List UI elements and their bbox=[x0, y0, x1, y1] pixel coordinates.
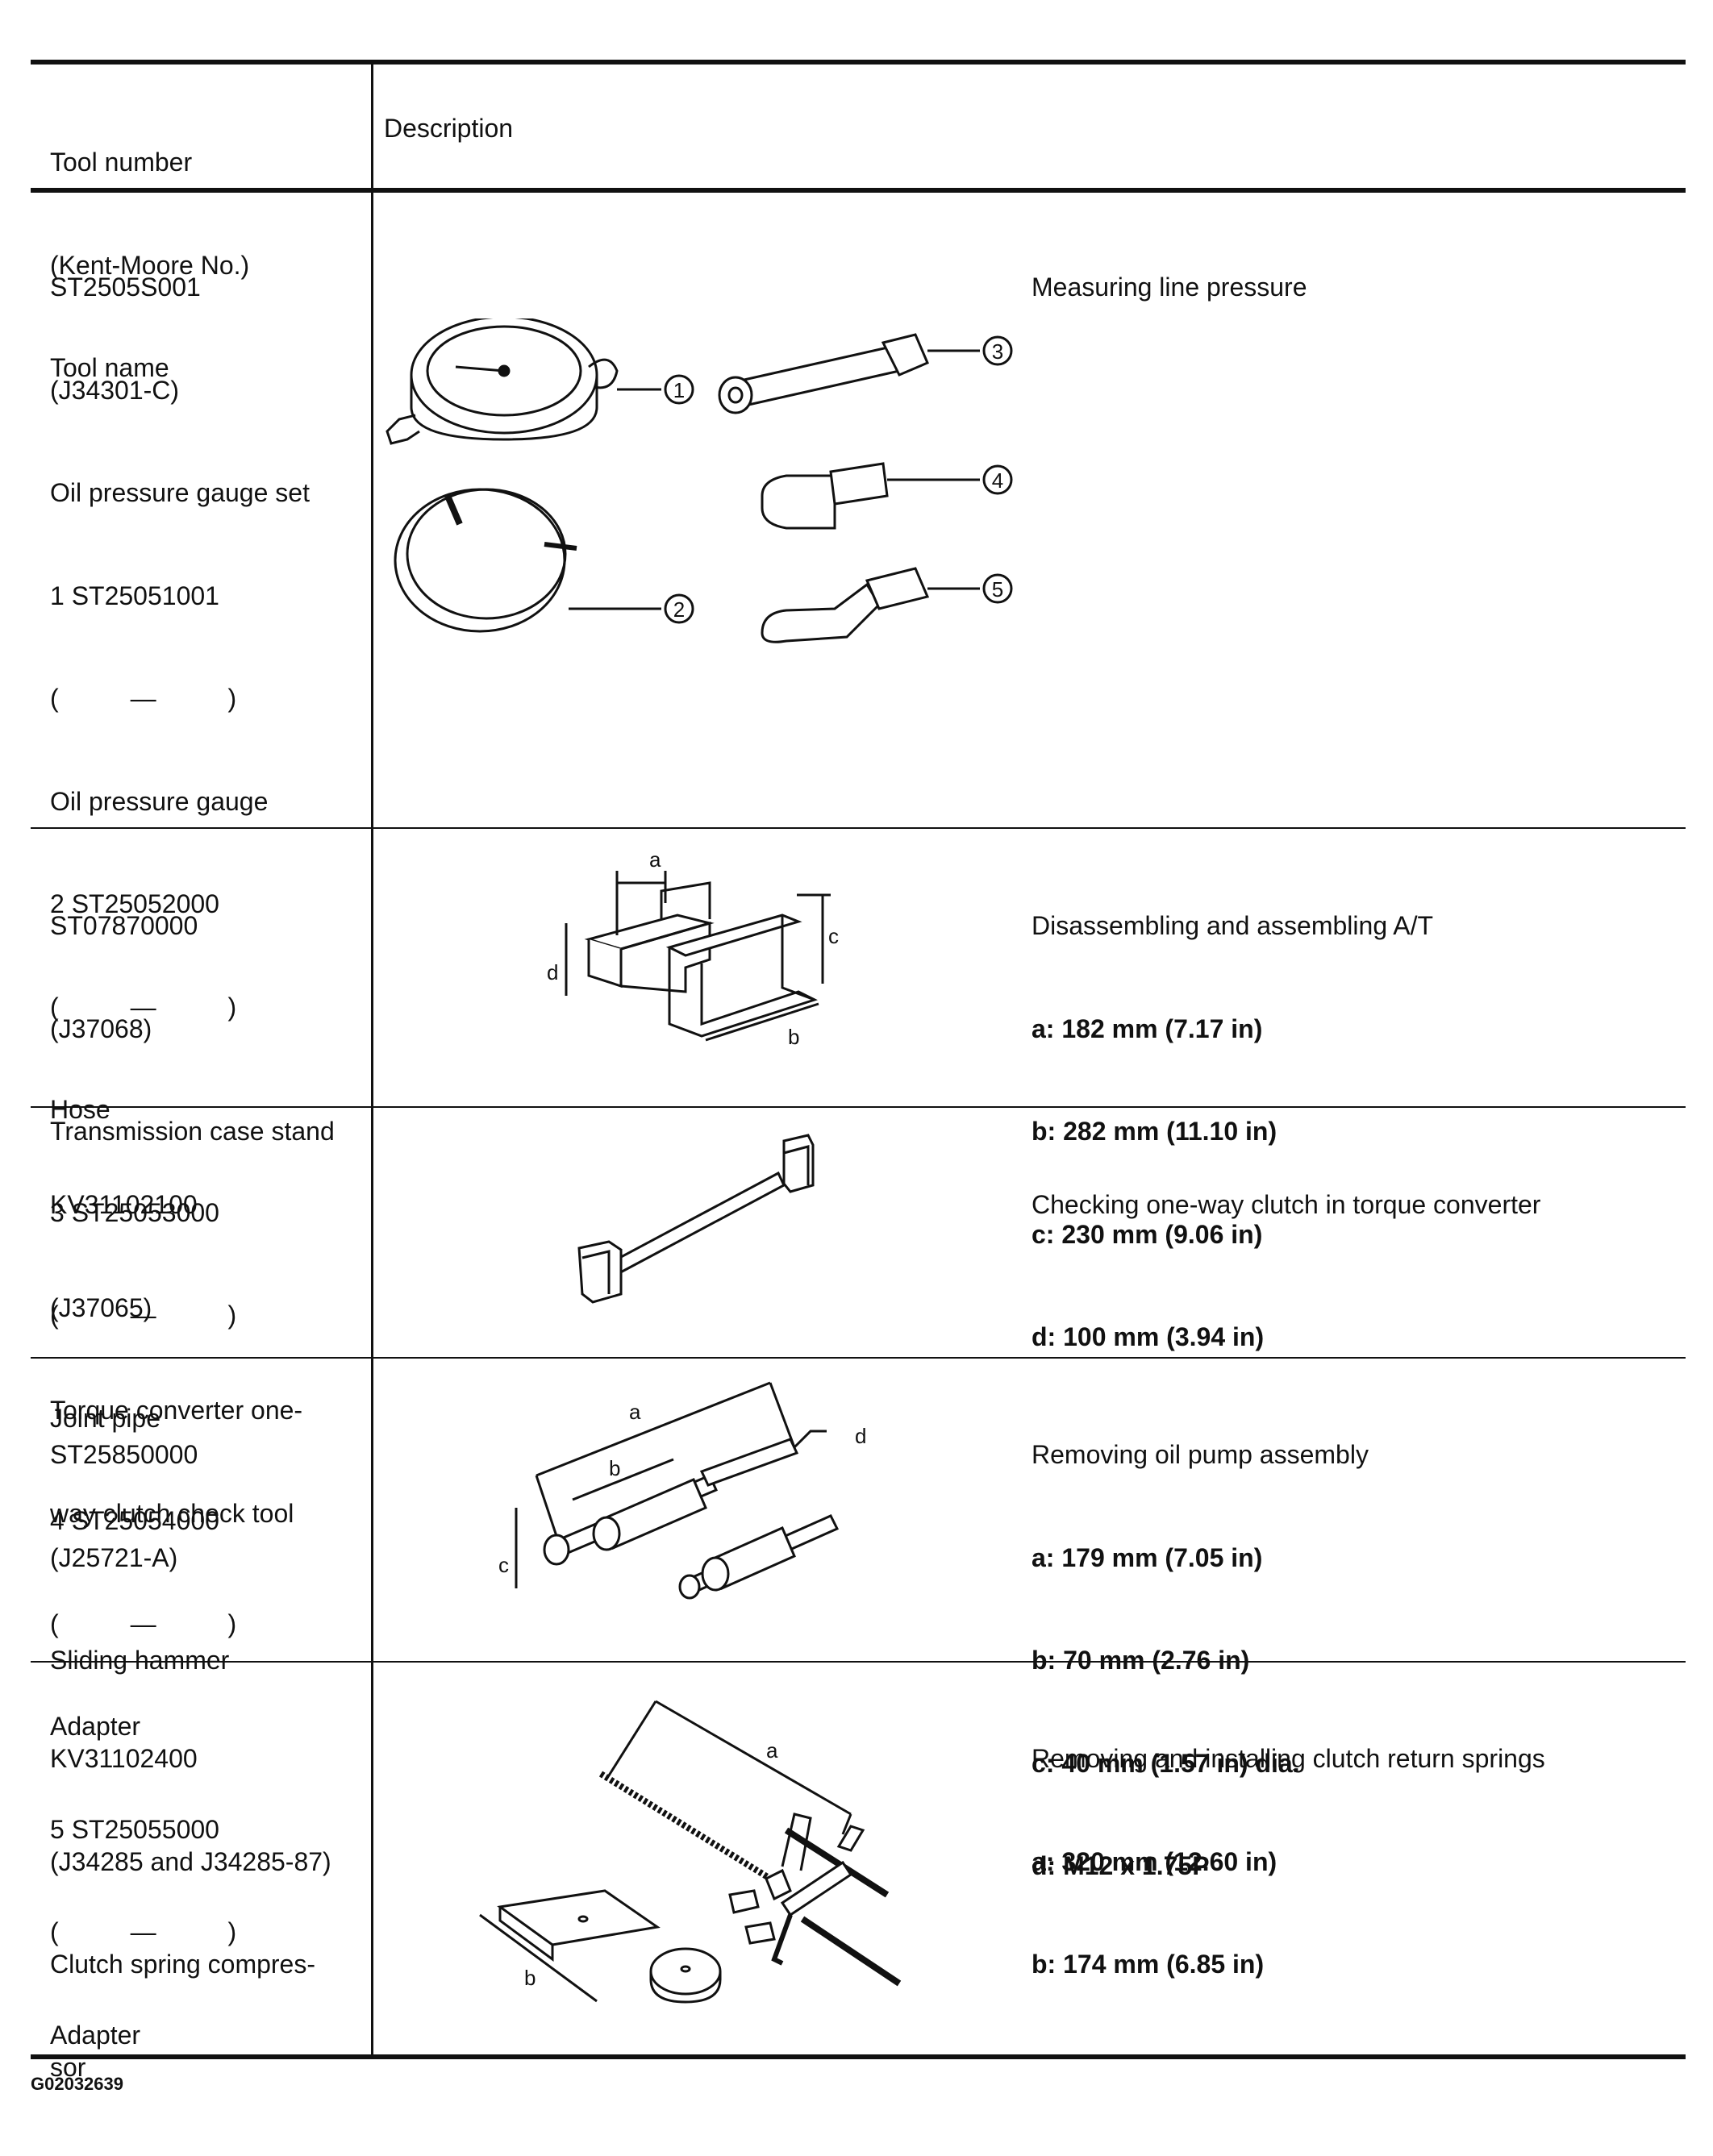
component-line: Hose bbox=[50, 1095, 110, 1124]
spec-b: b: 70 mm (2.76 in) bbox=[1032, 1646, 1250, 1675]
tool-number: ST2505S001 bbox=[50, 273, 201, 302]
component-line: 4 ST25054000 bbox=[50, 1506, 219, 1535]
column-divider bbox=[371, 61, 373, 2056]
row-divider bbox=[31, 1357, 1686, 1359]
dim-label-a: a bbox=[766, 1738, 778, 1763]
row-5-description: Removing and installing clutch return sp… bbox=[1032, 1673, 1677, 2050]
spec-c: c: 230 mm (9.06 in) bbox=[1032, 1219, 1263, 1249]
component-line: ( — ) bbox=[50, 684, 237, 713]
kent-moore-number: (J25721-A) bbox=[50, 1542, 178, 1572]
row-divider bbox=[31, 1106, 1686, 1108]
oil-pressure-gauge-set-illustration: 1 2 3 4 bbox=[383, 318, 1028, 714]
dim-label-c: c bbox=[498, 1553, 509, 1577]
tool-name: Oil pressure gauge set bbox=[50, 478, 310, 507]
spec-a: a: 320 mm (12.60 in) bbox=[1032, 1846, 1277, 1876]
component-line: Adapter bbox=[50, 2020, 141, 2050]
tool-name-continued: sor bbox=[50, 2052, 86, 2082]
sliding-hammer-illustration: c a b d bbox=[492, 1371, 895, 1613]
header-description: Description bbox=[384, 114, 514, 143]
row-3-description: Checking one-way clutch in torque conver… bbox=[1032, 1119, 1677, 1291]
component-line: 2 ST25052000 bbox=[50, 889, 219, 918]
kent-moore-number: (J34301-C) bbox=[50, 375, 180, 405]
callout-2: 2 bbox=[673, 597, 685, 622]
tool-name: Clutch spring compres- bbox=[50, 1950, 315, 1979]
dim-label-d: d bbox=[855, 1424, 866, 1448]
description-text: Disassembling and assembling A/T bbox=[1032, 911, 1434, 940]
component-line: 3 ST25053000 bbox=[50, 1197, 219, 1227]
dim-label-d: d bbox=[547, 960, 558, 984]
header-line: Tool number bbox=[50, 148, 193, 177]
document-code: G02032639 bbox=[31, 2074, 123, 2094]
header-line: (Kent-Moore No.) bbox=[50, 250, 250, 280]
dim-label-b: b bbox=[788, 1025, 799, 1049]
row-2-tool-info: ST07870000 (J37068) Transmission case st… bbox=[50, 840, 365, 1217]
tool-name-continued: way clutch check tool bbox=[50, 1498, 294, 1528]
table-top-rule bbox=[31, 60, 1686, 65]
one-way-clutch-check-tool-illustration bbox=[573, 1129, 831, 1314]
tool-number: ST07870000 bbox=[50, 911, 198, 940]
header-line: Tool name bbox=[50, 353, 169, 382]
table-bottom-rule bbox=[31, 2054, 1686, 2059]
description-text: Removing and installing clutch return sp… bbox=[1032, 1744, 1545, 1773]
tool-number: KV31102100 bbox=[50, 1190, 198, 1219]
row-2-description: Disassembling and assembling A/T a: 182 … bbox=[1032, 840, 1677, 1423]
component-line: Joint pipe bbox=[50, 1403, 160, 1433]
kent-moore-number: (J34285 and J34285-87) bbox=[50, 1846, 331, 1876]
dim-label-a: a bbox=[649, 847, 661, 872]
tool-number: ST25850000 bbox=[50, 1440, 198, 1469]
dim-label-c: c bbox=[828, 924, 839, 948]
component-line: Oil pressure gauge bbox=[50, 786, 269, 816]
callout-5: 5 bbox=[992, 577, 1003, 601]
description-text: Removing oil pump assembly bbox=[1032, 1440, 1369, 1469]
component-line: Adapter bbox=[50, 1712, 141, 1741]
clutch-spring-compressor-illustration: a b bbox=[464, 1685, 932, 2024]
component-line: ( — ) bbox=[50, 1917, 237, 1946]
spec-a: a: 179 mm (7.05 in) bbox=[1032, 1542, 1263, 1572]
callout-4: 4 bbox=[992, 468, 1003, 493]
callout-3: 3 bbox=[992, 339, 1003, 364]
dim-label-b: b bbox=[524, 1966, 536, 1990]
callout-1: 1 bbox=[673, 378, 685, 402]
spec-b: b: 174 mm (6.85 in) bbox=[1032, 1950, 1265, 1979]
spec-d: d: M12 x 1.75P bbox=[1032, 1851, 1210, 1880]
header-tool-column: Tool number (Kent-Moore No.) Tool name bbox=[50, 77, 365, 454]
kent-moore-number: (J37068) bbox=[50, 1013, 152, 1043]
spec-a: a: 182 mm (7.17 in) bbox=[1032, 1013, 1263, 1043]
spec-d: d: 100 mm (3.94 in) bbox=[1032, 1322, 1265, 1351]
tool-number: KV31102400 bbox=[50, 1744, 198, 1773]
dim-label-b: b bbox=[609, 1456, 620, 1480]
component-line: 5 ST25055000 bbox=[50, 1814, 219, 1844]
row-3-tool-info: KV31102100 (J37065) Torque converter one… bbox=[50, 1119, 365, 1599]
kent-moore-number: (J37065) bbox=[50, 1292, 152, 1322]
row-1-tool-info: ST2505S001 (J34301-C) Oil pressure gauge… bbox=[50, 202, 365, 2121]
dim-label-a: a bbox=[629, 1400, 641, 1424]
row-4-description: Removing oil pump assembly a: 179 mm (7.… bbox=[1032, 1369, 1677, 1952]
row-divider bbox=[31, 827, 1686, 829]
component-line: 1 ST25051001 bbox=[50, 581, 219, 610]
tool-name: Sliding hammer bbox=[50, 1646, 230, 1675]
description-text: Measuring line pressure bbox=[1032, 273, 1307, 302]
spec-b: b: 282 mm (11.10 in) bbox=[1032, 1117, 1277, 1146]
row-divider bbox=[31, 1661, 1686, 1663]
row-4-tool-info: ST25850000 (J25721-A) Sliding hammer bbox=[50, 1369, 365, 1746]
spec-c: c: 40 mm (1.57 in) dia. bbox=[1032, 1748, 1300, 1778]
row-5-tool-info: KV31102400 (J34285 and J34285-87) Clutch… bbox=[50, 1673, 365, 2153]
row-1-description: Measuring line pressure bbox=[1032, 202, 1677, 373]
component-line: ( — ) bbox=[50, 1609, 237, 1638]
transmission-case-stand-illustration: a c b d bbox=[540, 843, 863, 1068]
header-bottom-rule bbox=[31, 188, 1686, 193]
tool-name: Torque converter one- bbox=[50, 1396, 303, 1425]
component-line: ( — ) bbox=[50, 1301, 237, 1330]
component-line: ( — ) bbox=[50, 992, 237, 1022]
description-text: Checking one-way clutch in torque conver… bbox=[1032, 1190, 1541, 1219]
tool-name: Transmission case stand bbox=[50, 1117, 335, 1146]
